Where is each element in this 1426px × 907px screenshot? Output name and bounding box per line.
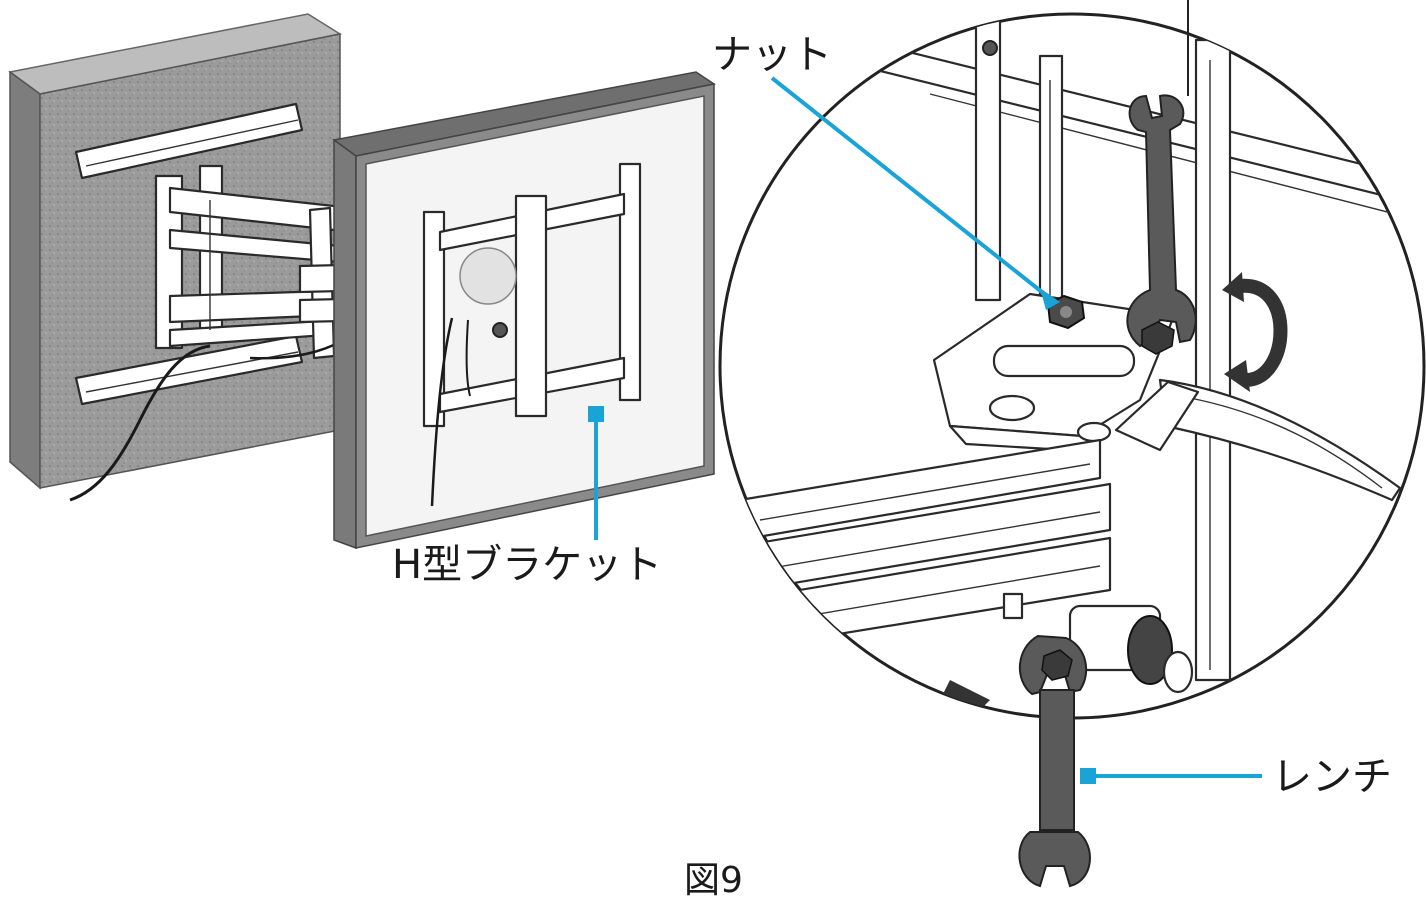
wall-rail-top [74,102,304,180]
h-bracket [422,162,642,507]
figure-caption: 図9 [684,860,743,901]
nut-label: ナット [712,32,832,78]
wrench-icon [1018,634,1091,888]
rotate-arrow-icon [1222,272,1288,392]
leader-nut [770,76,1060,310]
wrench-label: レンチ [1272,754,1392,800]
nut-icon [1046,294,1086,330]
wrench-icon [1126,94,1197,355]
h-bracket-label: H型ブラケット [392,542,662,588]
detail-zoom-circle [718,12,1426,720]
leader-wrench [1080,768,1262,784]
leader-h-bracket [588,406,604,540]
